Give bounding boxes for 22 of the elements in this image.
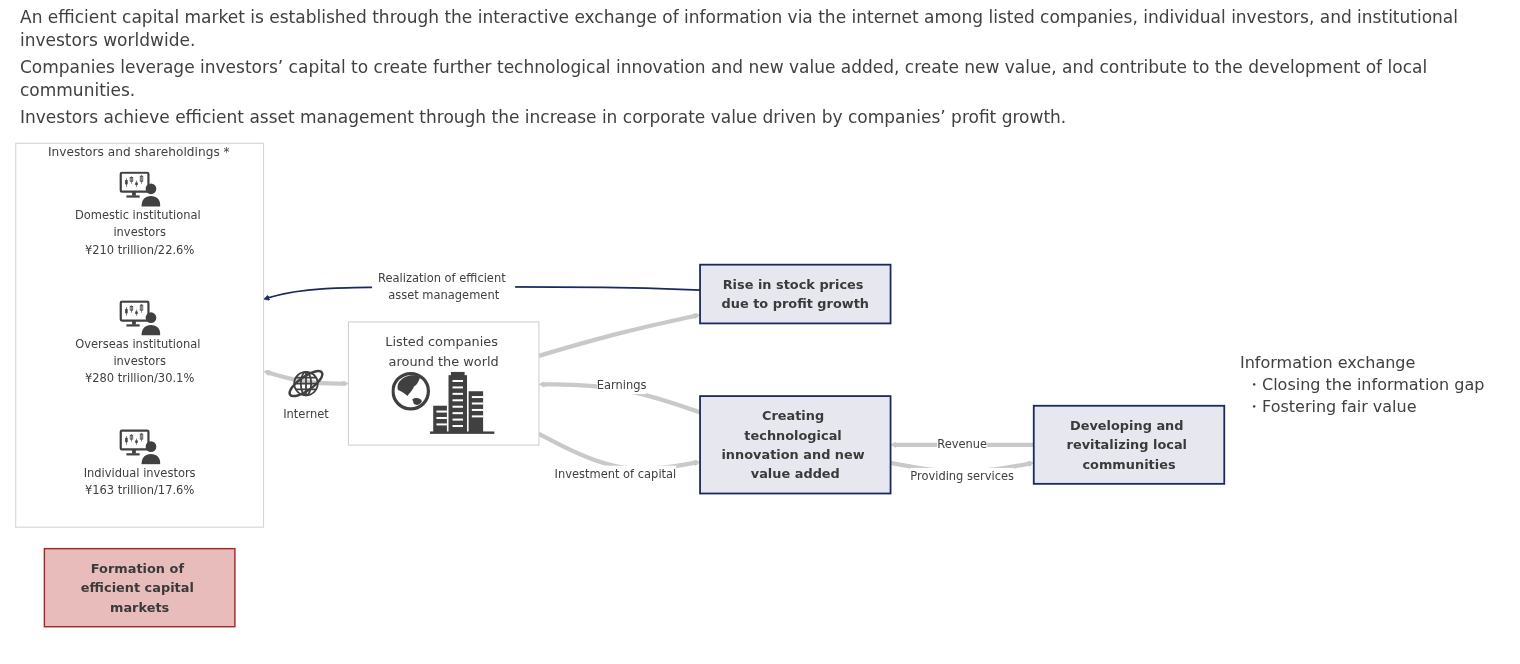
node-box: Rise in stock prices due to profit growth (699, 263, 892, 325)
intro-paragraph: Investors achieve efficient asset management through the increase in corporate value driven by companies’ profit growth. (20, 106, 1068, 129)
edge-label: Providing services (910, 469, 1015, 483)
intro-paragraph: An efficient capital market is established through the interactive exchange of information via the internet among listed companies, individual investors, and institutional investors worldwide. (20, 6, 1459, 52)
note-heading: Information exchange (1240, 352, 1417, 374)
arrow (263, 369, 349, 387)
edge-label: Internet (283, 407, 329, 421)
arrow (538, 312, 701, 358)
edge-label: Investment of capital (554, 467, 677, 481)
node-box: Formation of efficient capital markets (43, 547, 236, 628)
node-text: Domestic institutional investors ¥210 trillion/22.6% (74, 208, 201, 257)
node-box: Creating technological innovation and new value added (699, 395, 892, 495)
node-box: Listed companies around the world (347, 321, 540, 446)
node-text: Individual investors ¥163 trillion/17.6% (83, 466, 196, 498)
bullet-item: ・Fostering fair value (1245, 396, 1418, 418)
edge-label: Revenue (937, 437, 988, 452)
node-box: Developing and revitalizing local communities (1032, 404, 1226, 485)
edge-label: Earnings (596, 378, 647, 393)
edge-label: Realization of efficient asset management (378, 271, 506, 302)
intro-paragraph: Companies leverage investors’ capital to create further technological innovation and new value added, create new value, and contribute to the development of local communities. (20, 56, 1429, 102)
node-text: Overseas institutional investors ¥280 trillion/30.1% (75, 337, 201, 386)
bullet-item: ・Closing the information gap (1245, 374, 1486, 396)
